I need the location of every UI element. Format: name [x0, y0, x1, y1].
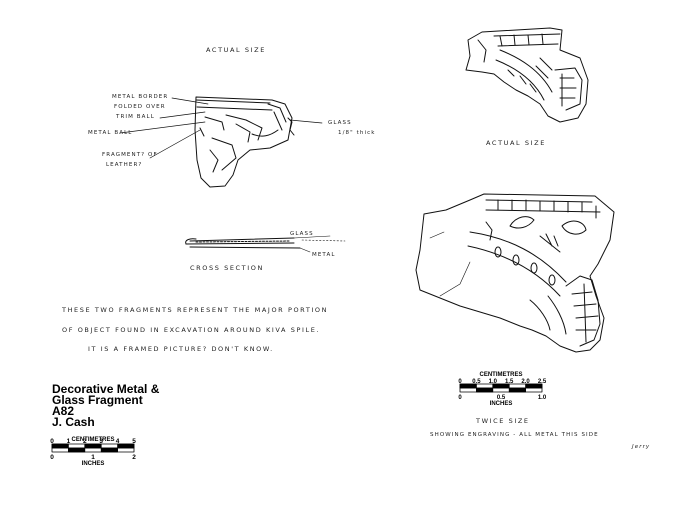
engraving-note: Showing engraving - all metal this side — [430, 432, 599, 438]
title-line-3: A82 — [52, 404, 75, 418]
cross-section-glass-label: Glass — [290, 231, 314, 237]
label-fragment-of: Fragment? of — [102, 152, 158, 158]
label-leather: leather? — [106, 162, 143, 168]
note-line-1: These two fragments represent the major … — [62, 306, 329, 314]
note-line-3: It is a framed picture? Don't know. — [88, 345, 274, 353]
twice-size-label: Twice size — [476, 417, 530, 425]
label-metal-ball: Metal ball — [88, 130, 133, 136]
scale-right-tick: 2.5 — [538, 379, 547, 385]
signature: Jerry — [632, 444, 651, 450]
scale-left-inch-tick: 1 — [91, 454, 95, 461]
title-line-2: Glass Fragment — [52, 393, 143, 407]
scale-left-tick: 2 — [83, 438, 87, 445]
scale-right-tick: 2.0 — [521, 379, 530, 385]
left-fragment-drawing — [194, 96, 295, 188]
scale-bar-left — [51, 443, 135, 453]
title-line-4: J. Cash — [52, 415, 95, 429]
scale-right-bottom-unit: INCHES — [490, 401, 513, 407]
scale-left-labels: CENTIMETRES 0 1 2 3 4 5 0 1 2 INCHES — [50, 437, 136, 467]
scale-right-tick: 0.5 — [472, 379, 481, 385]
label-trim-ball: trim ball — [116, 114, 155, 120]
scale-left-inch-tick: 2 — [132, 454, 136, 461]
note-line-2: of object found in excavation around kiv… — [62, 326, 321, 334]
leader-lines-left — [119, 97, 323, 159]
scale-bar-right — [459, 383, 543, 393]
scale-left-tick: 0 — [50, 438, 54, 445]
right-actual-size-label: Actual size — [486, 139, 546, 147]
scale-right-labels: CENTIMETRES 0 0.5 1.0 1.5 2.0 2.5 0 0.5 … — [458, 372, 547, 407]
scale-left-tick: 5 — [132, 438, 136, 445]
scale-left-top-unit: CENTIMETRES — [71, 437, 114, 443]
scale-left-inch-tick: 0 — [50, 454, 54, 461]
scale-left-bottom-unit: INCHES — [82, 461, 105, 467]
scale-right-top-unit: CENTIMETRES — [479, 372, 522, 378]
label-metal-border: Metal border — [112, 94, 169, 100]
scale-left-tick: 4 — [116, 438, 120, 445]
scale-right-inch-tick: 0.5 — [497, 395, 506, 401]
right-top-fragment-drawing — [465, 27, 589, 123]
cross-section-metal-label: Metal — [312, 252, 336, 258]
scale-left-tick: 1 — [67, 438, 71, 445]
left-actual-size-label: Actual size — [206, 46, 266, 54]
scale-right-tick: 1.0 — [489, 379, 498, 385]
scale-right-tick: 0 — [458, 379, 462, 385]
label-glass: Glass — [328, 120, 352, 126]
scale-right-inch-tick: 1.0 — [538, 395, 547, 401]
scale-right-tick: 1.5 — [505, 379, 514, 385]
cross-section-drawing — [185, 235, 346, 253]
title-block: Decorative Metal & Glass Fragment A82 J.… — [52, 382, 160, 429]
cross-section-label: Cross section — [190, 264, 264, 272]
label-folded-over: folded over — [114, 104, 166, 110]
right-big-fragment-drawing — [415, 193, 615, 353]
label-thickness: 1/8" thick — [338, 130, 376, 136]
scale-left-tick: 3 — [99, 438, 103, 445]
title-line-1: Decorative Metal & — [52, 382, 160, 396]
scale-right-inch-tick: 0 — [458, 395, 462, 401]
